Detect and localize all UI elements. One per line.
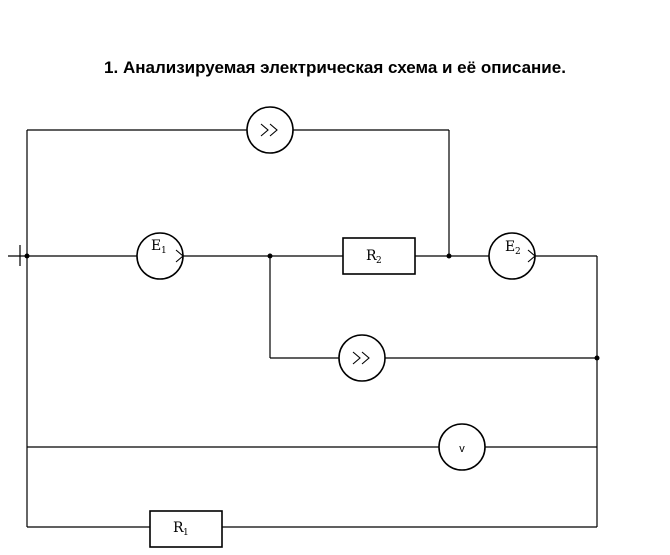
e1-subscript: 1 <box>161 246 167 256</box>
r1-label: R <box>173 520 184 536</box>
circuit-wires <box>8 129 598 528</box>
source-e1: E 1 <box>136 232 184 280</box>
source-arrow-icon <box>527 249 536 263</box>
ammeter-arrows-icon <box>260 123 278 137</box>
junction-dot <box>446 253 452 259</box>
r1-subscript: 1 <box>183 528 189 538</box>
voltmeter: V <box>438 423 486 471</box>
page-title: 1. Анализируемая электрическая схема и е… <box>104 58 566 77</box>
e1-label: E <box>151 238 161 254</box>
junction-dot <box>594 355 600 361</box>
r2-subscript: 2 <box>376 256 382 266</box>
ammeter-arrows-icon <box>352 351 370 365</box>
e2-label: E <box>505 239 515 255</box>
source-e2: E 2 <box>488 232 536 280</box>
junction-dot <box>24 253 30 259</box>
junction-dot <box>267 253 273 259</box>
ammeter-top <box>246 106 294 154</box>
e2-subscript: 2 <box>515 247 521 257</box>
source-arrow-icon <box>175 249 184 263</box>
voltmeter-label: V <box>459 443 465 455</box>
resistor-r1: R 1 <box>149 510 223 548</box>
resistor-r2: R 2 <box>342 237 416 275</box>
r2-label: R <box>366 248 377 264</box>
ammeter-middle <box>338 334 386 382</box>
